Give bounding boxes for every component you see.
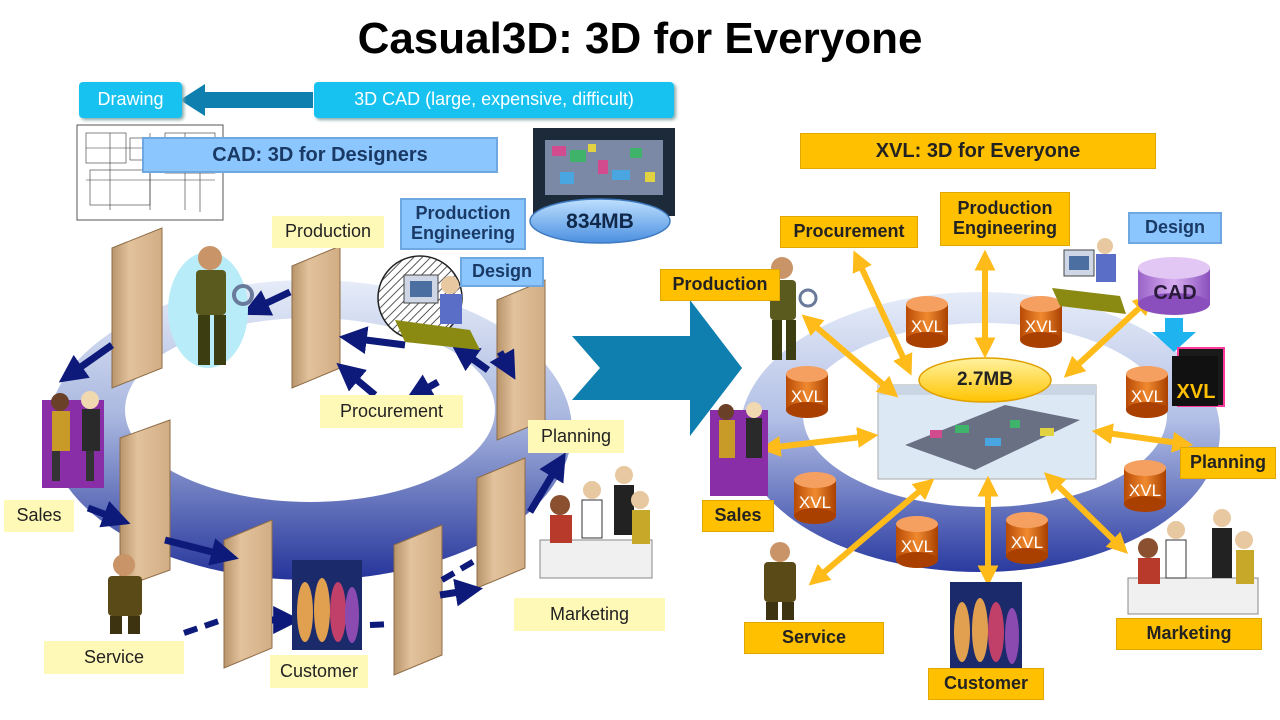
xvl-cylinder	[794, 472, 836, 524]
wall	[476, 457, 526, 589]
service-clipart-right	[764, 542, 796, 620]
xvl-cylinder-labels: XVL XVL XVL XVL XVL XVL XVL XVL	[791, 317, 1163, 556]
xvl-tag: XVL	[1131, 387, 1163, 406]
xvl-file-label: XVL	[1177, 381, 1216, 403]
production-engineering-line2-right: Engineering	[952, 218, 1057, 238]
xvl-tag: XVL	[1025, 317, 1057, 336]
wall	[393, 524, 443, 676]
marketing-label-left: Marketing	[514, 598, 665, 631]
drawing-label: Drawing	[79, 82, 182, 118]
cad-cylinder	[1138, 257, 1210, 315]
xvl-tag: XVL	[901, 537, 933, 556]
customer-label-left: Customer	[270, 655, 368, 688]
size-badge-left-shape	[529, 198, 671, 244]
service-label-right: Service	[744, 622, 884, 654]
xvl-cylinder	[1124, 460, 1166, 512]
xvl-cylinder	[896, 516, 938, 568]
size-badge-right: 2.7MB	[957, 368, 1013, 390]
xvl-cylinder	[1006, 512, 1048, 564]
design-label-right: Design	[1128, 212, 1222, 244]
xvl-cylinder	[786, 366, 828, 418]
production-engineering-line1-right: Production	[957, 198, 1053, 219]
wall	[119, 419, 171, 589]
production-label-right: Production	[660, 269, 780, 301]
xvl-tag: XVL	[1011, 533, 1043, 552]
planning-label-left: Planning	[528, 420, 624, 453]
left-flow-arrows	[58, 288, 566, 634]
xvl-tag: XVL	[791, 387, 823, 406]
left-dashed-arrows	[183, 557, 478, 636]
production-engineering-line2: Engineering	[410, 223, 515, 243]
worker-clipart-right	[770, 257, 818, 360]
right-flow-arrows	[759, 249, 1194, 587]
worker-clipart	[168, 246, 254, 368]
xvl-cylinder	[1020, 296, 1062, 348]
wall	[223, 519, 273, 669]
sales-label-left: Sales	[4, 500, 74, 532]
3d-cad-label: 3D CAD (large, expensive, difficult)	[314, 82, 674, 118]
meeting-clipart-right	[1127, 509, 1259, 615]
transition-arrow	[572, 300, 742, 436]
xvl-cylinders	[786, 296, 1168, 568]
production-engineering-label-right: Production Engineering	[940, 192, 1070, 246]
customer-clipart-left	[292, 560, 362, 650]
production-engineering-label-left: Production Engineering	[400, 198, 526, 250]
size-badge-left: 834MB	[566, 210, 634, 234]
wall	[111, 227, 163, 389]
xvl-cylinder	[906, 296, 948, 348]
production-label-left: Production	[272, 216, 384, 248]
cad-designers-label: CAD: 3D for Designers	[142, 137, 498, 173]
planning-label-right: Planning	[1180, 447, 1276, 479]
designer-clipart-left	[377, 255, 480, 350]
cad-to-drawing-arrow	[180, 84, 313, 116]
sales-label-right: Sales	[702, 500, 774, 532]
service-clipart-left	[108, 554, 142, 634]
cad-model-image	[533, 128, 675, 216]
sales-clipart-left	[42, 391, 104, 488]
xvl-file-icon	[1172, 347, 1225, 407]
marketing-label-right: Marketing	[1116, 618, 1262, 650]
wall	[291, 245, 341, 389]
xvl-tag: XVL	[911, 317, 943, 336]
production-engineering-line1: Production	[415, 203, 511, 224]
xvl-tag: XVL	[799, 493, 831, 512]
designer-clipart-right	[1052, 238, 1126, 314]
customer-clipart-right	[950, 582, 1022, 668]
cad-label: CAD	[1153, 282, 1197, 304]
customer-label-right: Customer	[928, 668, 1044, 700]
meeting-clipart-left	[539, 466, 653, 579]
procurement-label-left: Procurement	[320, 395, 463, 428]
sales-clipart-right	[710, 402, 768, 496]
design-label-left: Design	[460, 257, 544, 287]
xvl-tag: XVL	[1129, 481, 1161, 500]
xvl-everyone-label: XVL: 3D for Everyone	[800, 133, 1156, 169]
xvl-cylinder	[1126, 366, 1168, 418]
walls	[111, 227, 546, 676]
slide-title: Casual3D: 3D for Everyone	[357, 14, 923, 63]
service-label-left: Service	[44, 641, 184, 674]
procurement-label-right: Procurement	[780, 216, 918, 248]
cad-to-xvl-arrow	[1152, 318, 1196, 352]
